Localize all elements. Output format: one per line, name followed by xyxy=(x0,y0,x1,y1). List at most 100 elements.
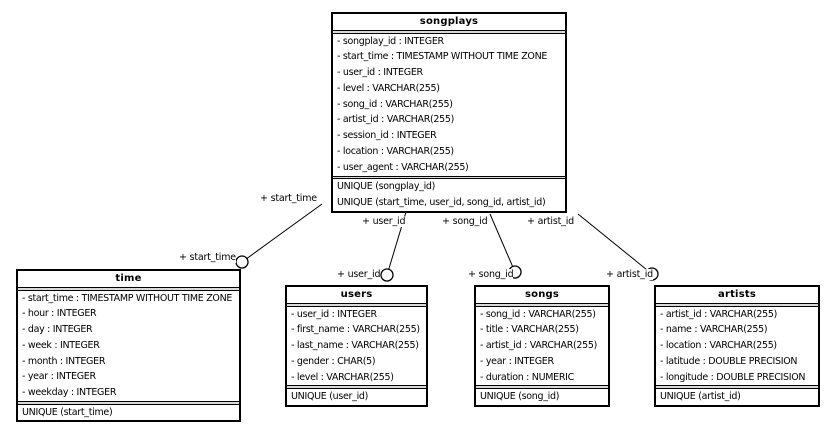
column-type: DOUBLE PRECISION xyxy=(700,356,798,367)
column-name: user_id xyxy=(337,67,375,78)
constraints-separator xyxy=(656,385,818,389)
table-title-time: time xyxy=(115,273,142,284)
column-row: user_idINTEGER xyxy=(333,65,565,81)
title-separator xyxy=(287,303,426,307)
constraints-separator xyxy=(18,401,239,405)
column-row: song_idVARCHAR(255) xyxy=(476,307,608,323)
relationship-label-target-songs: + song_id xyxy=(468,269,514,280)
column-name: year xyxy=(480,356,506,367)
column-name: song_id xyxy=(480,309,520,320)
column-row: nameVARCHAR(255) xyxy=(656,322,818,338)
column-name: month xyxy=(22,356,58,367)
column-row: user_idINTEGER xyxy=(287,307,426,323)
table-title-songplays: songplays xyxy=(419,16,479,27)
column-type: DOUBLE PRECISION xyxy=(708,372,806,383)
column-row: songplay_idINTEGER xyxy=(333,34,565,50)
column-name: week xyxy=(22,340,52,351)
column-row: start_timeTIMESTAMP WITHOUT TIME ZONE xyxy=(333,49,565,65)
table-title-users: users xyxy=(340,289,373,300)
relationship-label-target-artists: + artist_id xyxy=(606,269,653,280)
constraint-row: UNIQUE (artist_id) xyxy=(660,390,741,402)
column-type: INTEGER xyxy=(44,324,92,335)
relationship-label-source-users: + user_id xyxy=(362,216,406,227)
constraints-separator xyxy=(333,175,565,180)
column-name: name xyxy=(660,324,692,335)
relationship-label-source-time: + start_time xyxy=(260,193,317,204)
relationship-line-songplays-songs xyxy=(489,213,516,273)
constraint-row: UNIQUE (start_time, user_id, song_id, ar… xyxy=(337,196,546,208)
column-type: INTEGER xyxy=(57,356,105,367)
column-type: VARCHAR(255) xyxy=(520,309,596,320)
table-users: usersuser_idINTEGERfirst_nameVARCHAR(255… xyxy=(285,285,428,407)
column-row: dayINTEGER xyxy=(18,322,239,338)
column-name: start_time xyxy=(337,51,389,62)
column-name: day xyxy=(22,324,45,335)
relationship-endpoint-circle-users xyxy=(380,268,394,282)
column-name: gender xyxy=(291,356,329,367)
column-name: first_name xyxy=(291,324,344,335)
column-type: TIMESTAMP WITHOUT TIME ZONE xyxy=(73,293,232,304)
title-separator xyxy=(18,287,239,291)
column-row: locationVARCHAR(255) xyxy=(333,144,565,160)
title-separator xyxy=(656,303,818,307)
relationship-line-songplays-artists xyxy=(577,213,653,275)
column-type: VARCHAR(255) xyxy=(521,340,597,351)
table-artists: artistsartist_idVARCHAR(255)nameVARCHAR(… xyxy=(654,285,820,407)
title-separator xyxy=(476,303,608,307)
column-row: levelVARCHAR(255) xyxy=(287,370,426,386)
column-type: INTEGER xyxy=(506,356,554,367)
column-type: TIMESTAMP WITHOUT TIME ZONE xyxy=(388,51,547,62)
relationship-endpoint-circle-time xyxy=(235,255,249,269)
column-row: genderCHAR(5) xyxy=(287,354,426,370)
column-type: VARCHAR(255) xyxy=(318,372,394,383)
column-type: VARCHAR(255) xyxy=(701,309,777,320)
column-row: hourINTEGER xyxy=(18,306,239,322)
column-row: artist_idVARCHAR(255) xyxy=(333,112,565,128)
column-name: location xyxy=(660,340,701,351)
column-row: first_nameVARCHAR(255) xyxy=(287,322,426,338)
column-name: user_agent xyxy=(337,162,393,173)
column-row: song_idVARCHAR(255) xyxy=(333,97,565,113)
column-type: VARCHAR(255) xyxy=(503,324,579,335)
column-name: location xyxy=(337,146,378,157)
column-type: VARCHAR(255) xyxy=(378,114,454,125)
relationship-label-source-songs: + song_id xyxy=(442,216,488,227)
column-row: durationNUMERIC xyxy=(476,370,608,386)
constraint-row: UNIQUE (songplay_id) xyxy=(337,181,436,193)
column-name: user_id xyxy=(291,309,329,320)
column-row: last_nameVARCHAR(255) xyxy=(287,338,426,354)
column-row: monthINTEGER xyxy=(18,354,239,370)
column-type: VARCHAR(255) xyxy=(378,146,454,157)
constraint-row: UNIQUE (song_id) xyxy=(480,390,560,402)
column-name: weekday xyxy=(22,387,69,398)
column-type: INTEGER xyxy=(68,387,116,398)
column-type: INTEGER xyxy=(375,67,423,78)
column-name: start_time xyxy=(22,293,74,304)
column-name: artist_id xyxy=(480,340,522,351)
column-row: artist_idVARCHAR(255) xyxy=(476,338,608,354)
column-row: yearINTEGER xyxy=(18,369,239,385)
relationship-label-target-time: + start_time xyxy=(179,252,236,263)
column-name: artist_id xyxy=(660,309,702,320)
column-row: latitudeDOUBLE PRECISION xyxy=(656,354,818,370)
constraints-separator xyxy=(476,385,608,389)
column-type: VARCHAR(255) xyxy=(393,162,469,173)
column-name: session_id xyxy=(337,130,389,141)
column-type: INTEGER xyxy=(48,308,96,319)
relationship-label-source-artists: + artist_id xyxy=(527,216,574,227)
column-name: longitude xyxy=(660,372,708,383)
column-row: longitudeDOUBLE PRECISION xyxy=(656,370,818,386)
column-row: user_agentVARCHAR(255) xyxy=(333,160,565,176)
title-separator xyxy=(333,30,565,34)
column-row: weekdayINTEGER xyxy=(18,385,239,401)
column-name: duration xyxy=(480,372,524,383)
constraint-row: UNIQUE (start_time) xyxy=(22,406,113,418)
column-row: titleVARCHAR(255) xyxy=(476,322,608,338)
column-name: artist_id xyxy=(337,114,379,125)
column-row: weekINTEGER xyxy=(18,338,239,354)
column-name: year xyxy=(22,371,48,382)
column-type: VARCHAR(255) xyxy=(692,324,768,335)
column-type: VARCHAR(255) xyxy=(344,324,420,335)
column-type: NUMERIC xyxy=(523,372,574,383)
relationship-line-songplays-time xyxy=(241,203,323,263)
